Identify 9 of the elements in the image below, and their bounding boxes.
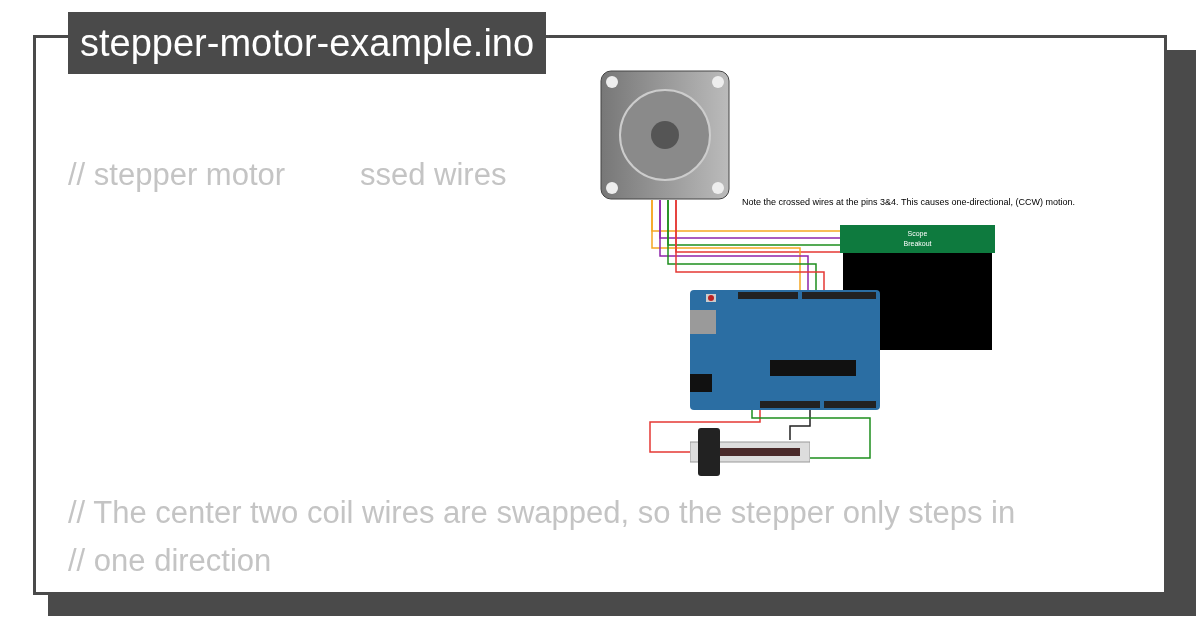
code-comment: // stepper motor (68, 156, 286, 194)
wire (649, 409, 761, 453)
code-comment: // one direction (68, 542, 272, 580)
wire (789, 409, 811, 441)
code-comment: ssed wires (360, 156, 507, 194)
wire (751, 409, 871, 459)
code-comment: // The center two coil wires are swapped, so the stepper only steps in (68, 494, 1016, 532)
note-text: Note the crossed wires at the pins 3&4. This causes one-directional, (CCW) motion. (742, 196, 1075, 209)
title: stepper-motor-example.ino (68, 12, 547, 74)
